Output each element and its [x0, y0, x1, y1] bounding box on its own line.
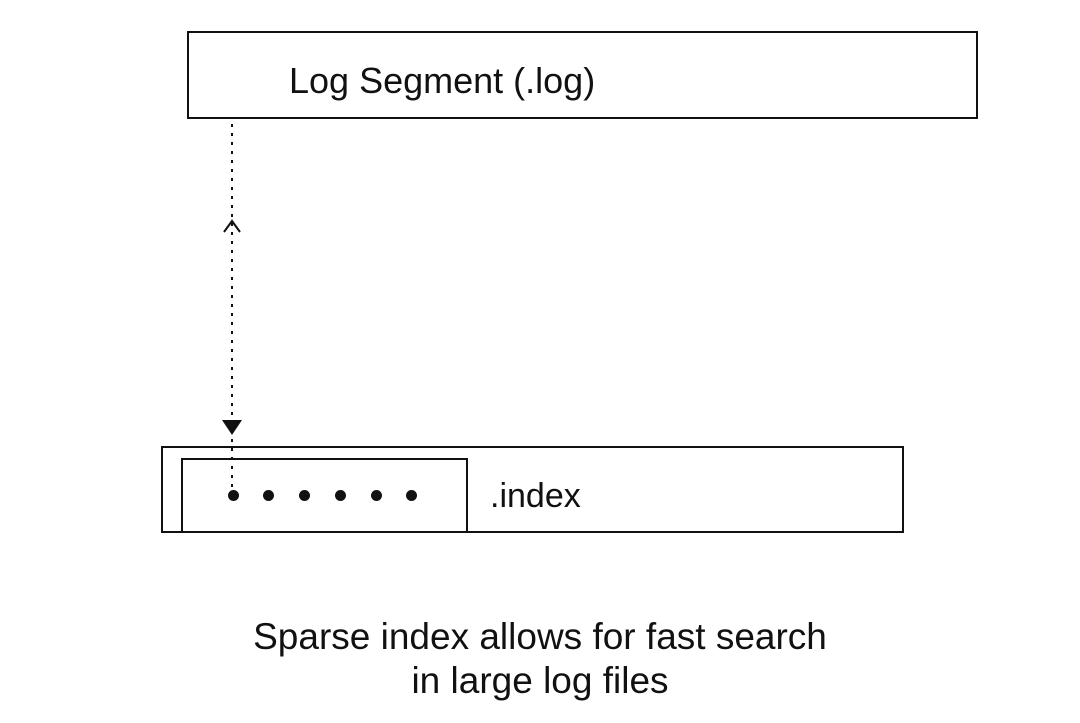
index-entry-dot [299, 490, 310, 501]
index-entry-dot [406, 490, 417, 501]
index-file-label: .index [490, 477, 581, 515]
log-segment-label: Log Segment (.log) [289, 60, 596, 101]
index-entry-dot [228, 490, 239, 501]
arrow-down-icon [222, 420, 242, 435]
index-entries-box [181, 458, 468, 533]
caption-line-1: Sparse index allows for fast search [253, 616, 827, 657]
log-segment-box: Log Segment (.log) [187, 31, 978, 119]
diagram-caption: Sparse index allows for fast search in l… [0, 615, 1080, 703]
chevron-up-icon [223, 219, 241, 233]
index-entry-dot [335, 490, 346, 501]
caption-line-2: in large log files [411, 660, 669, 701]
index-entry-dot [371, 490, 382, 501]
index-entry-dot [263, 490, 274, 501]
index-file-box: .index [161, 446, 904, 533]
